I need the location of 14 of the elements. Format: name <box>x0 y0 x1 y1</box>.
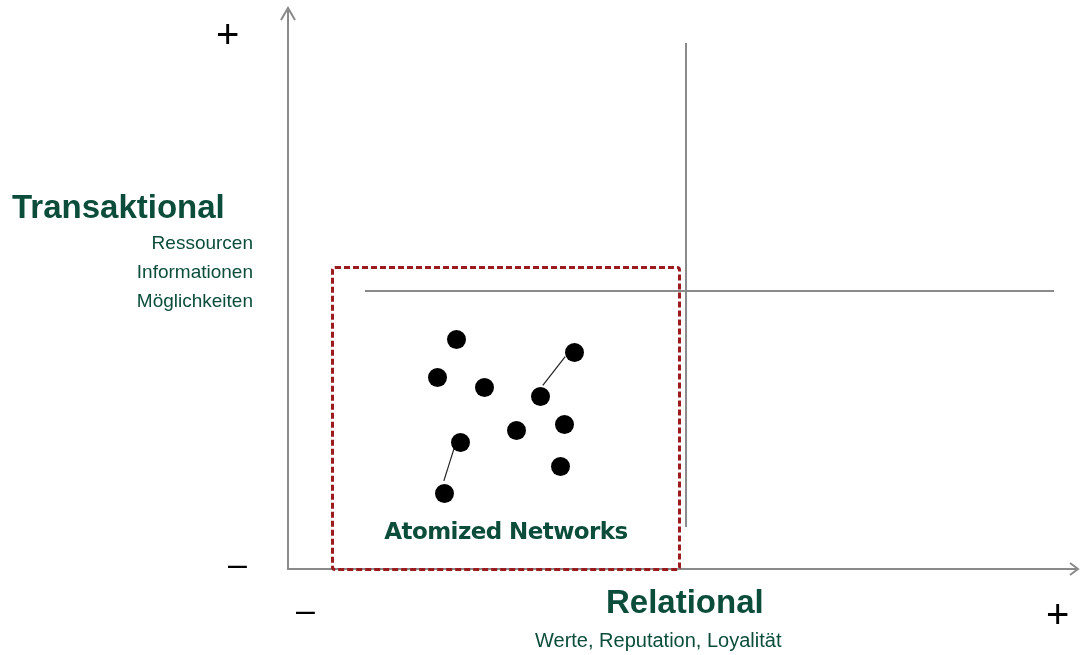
dashed-frame <box>331 266 681 571</box>
frame-title: Atomized Networks <box>384 516 628 546</box>
axis-subtitle: Möglichkeiten <box>136 289 253 313</box>
connector-line <box>542 355 566 387</box>
axis-label: – <box>228 546 247 580</box>
connector-line <box>443 447 455 482</box>
axis-subtitle: Werte, Reputation, Loyalität <box>535 628 782 653</box>
axis-subtitle: Informationen <box>136 260 253 284</box>
axis-label: + <box>216 14 240 54</box>
axis-title: Transaktional <box>12 187 225 227</box>
axis-title: Relational <box>606 582 764 622</box>
axis-subtitle: Ressourcen <box>151 231 253 255</box>
axis-label: + <box>1046 594 1070 634</box>
axis-label: – <box>296 592 315 626</box>
